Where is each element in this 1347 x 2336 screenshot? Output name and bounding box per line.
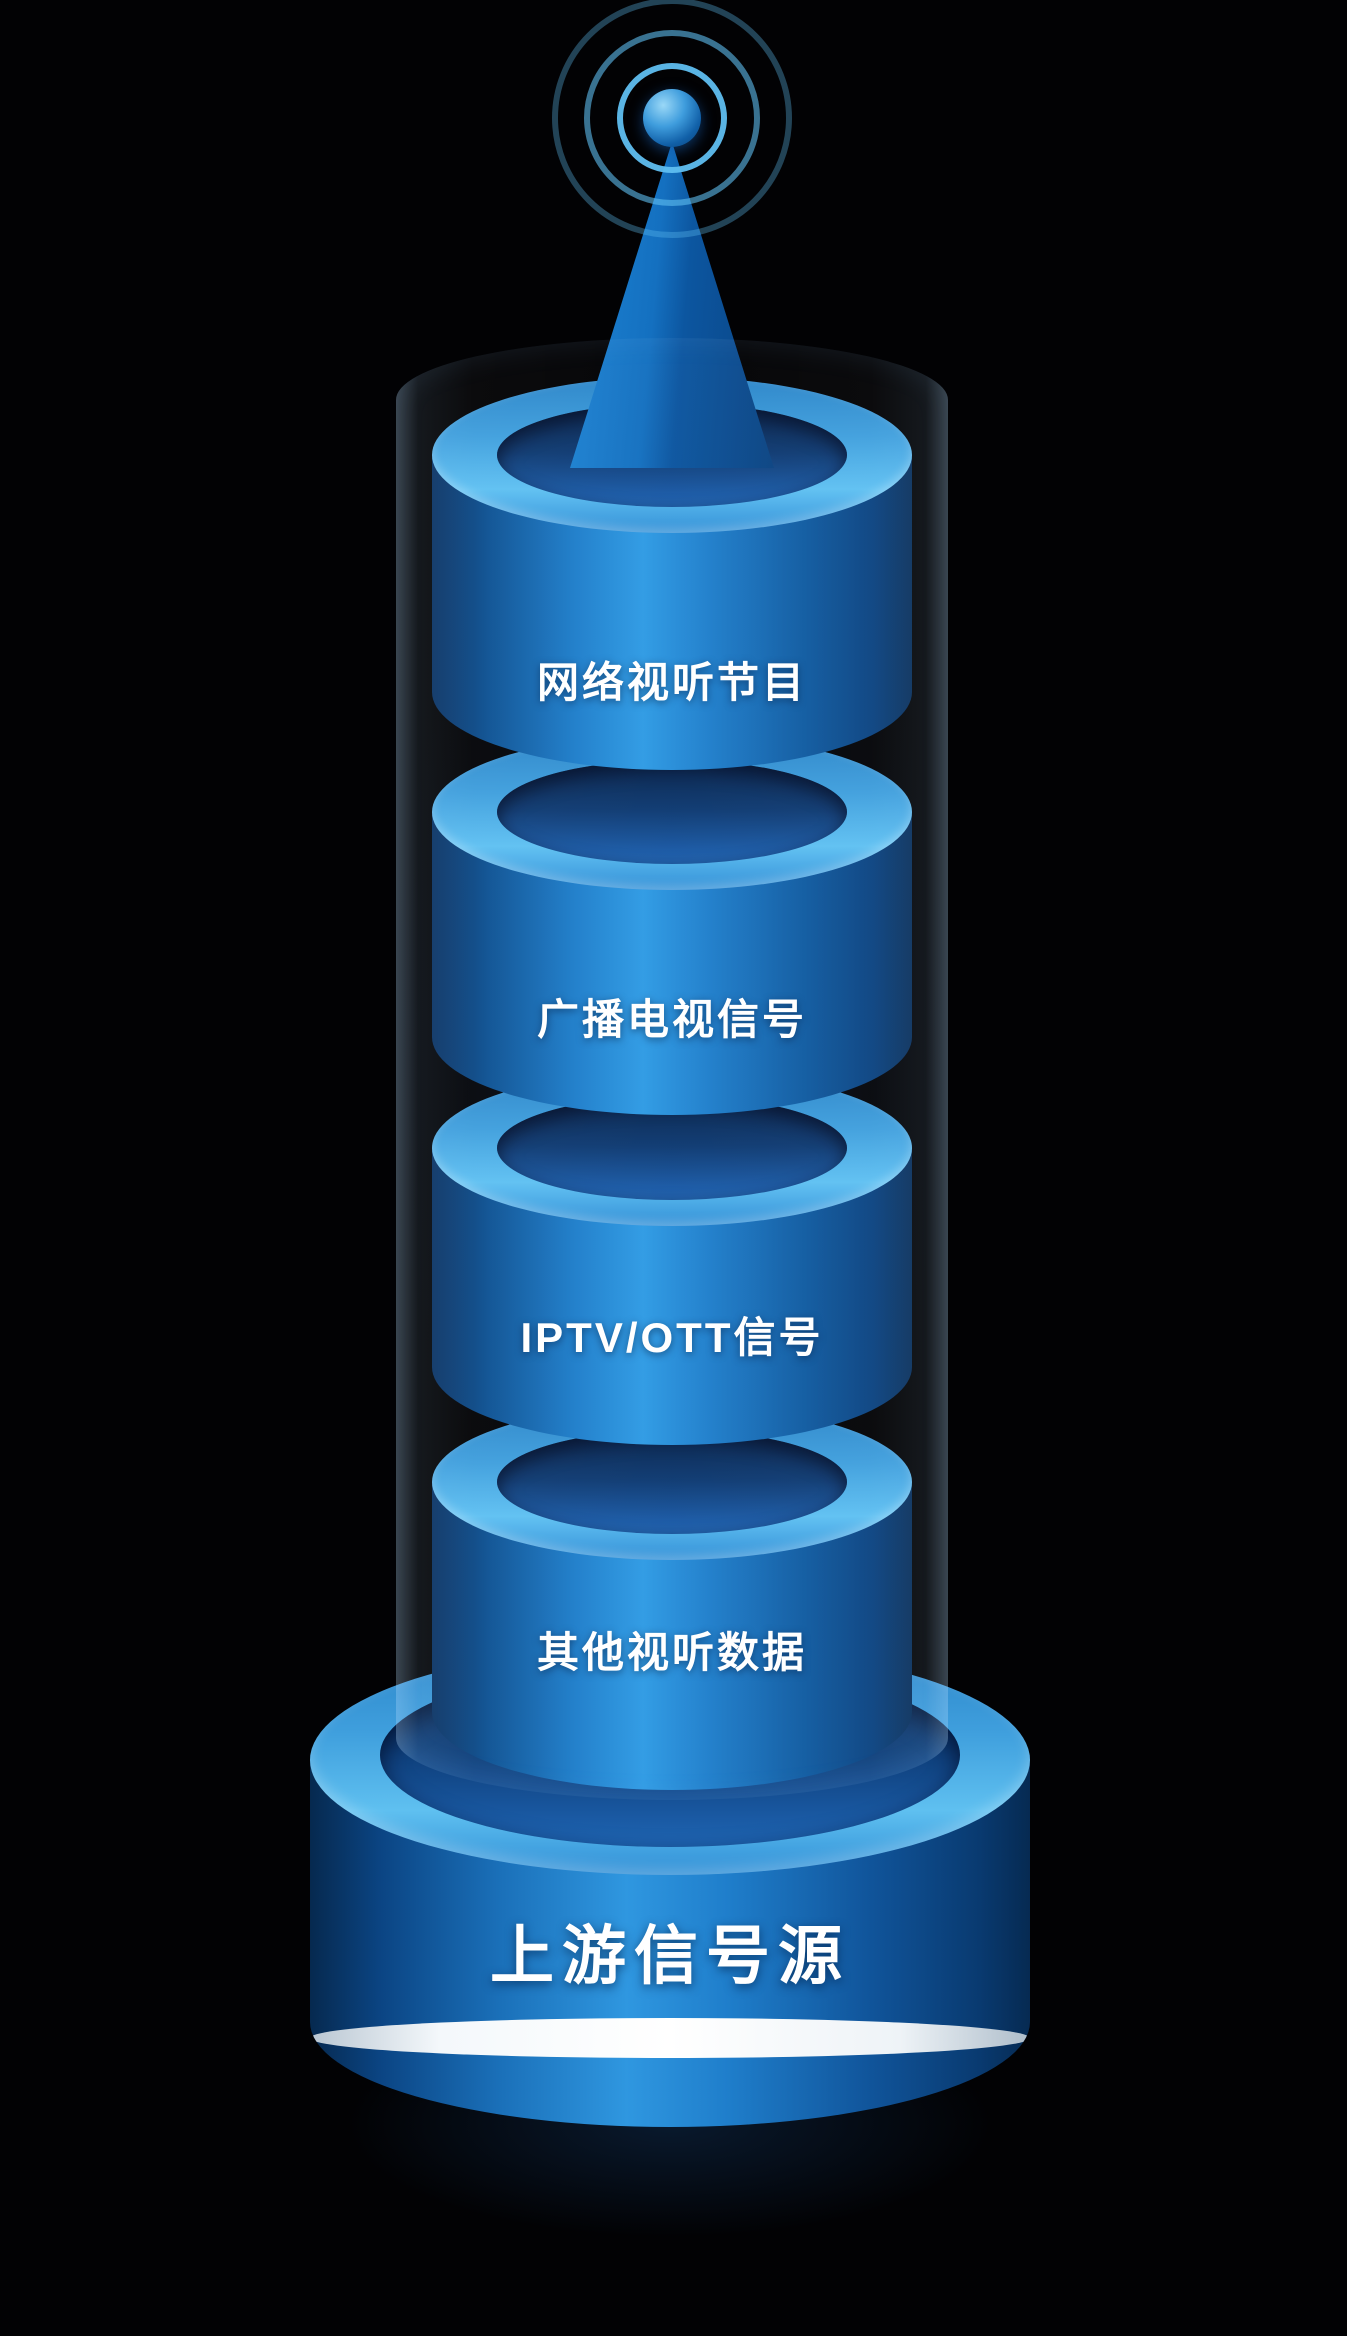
cylinder-layer-2: 广播电视信号 [432, 734, 912, 1115]
layer-label-network-av: 网络视听节目 [536, 659, 807, 706]
signal-wave-ring-icon [552, 0, 792, 238]
layer-label-broadcast-tv: 广播电视信号 [536, 996, 807, 1043]
base-stripe [310, 2018, 1030, 2058]
cylinder-layer-1: 网络视听节目 [432, 377, 912, 770]
layer-label-other-av-data: 其他视听数据 [536, 1629, 807, 1676]
layer-label-iptv-ott: IPTV/OTT信号 [520, 1314, 824, 1361]
cylinder-layer-3: IPTV/OTT信号 [432, 1070, 912, 1445]
cylinder-recess [497, 1430, 847, 1534]
cylinder-layer-4: 其他视听数据 [432, 1404, 912, 1790]
cylinder-recess [497, 760, 847, 864]
base-label: 上游信号源 [490, 1920, 850, 1992]
